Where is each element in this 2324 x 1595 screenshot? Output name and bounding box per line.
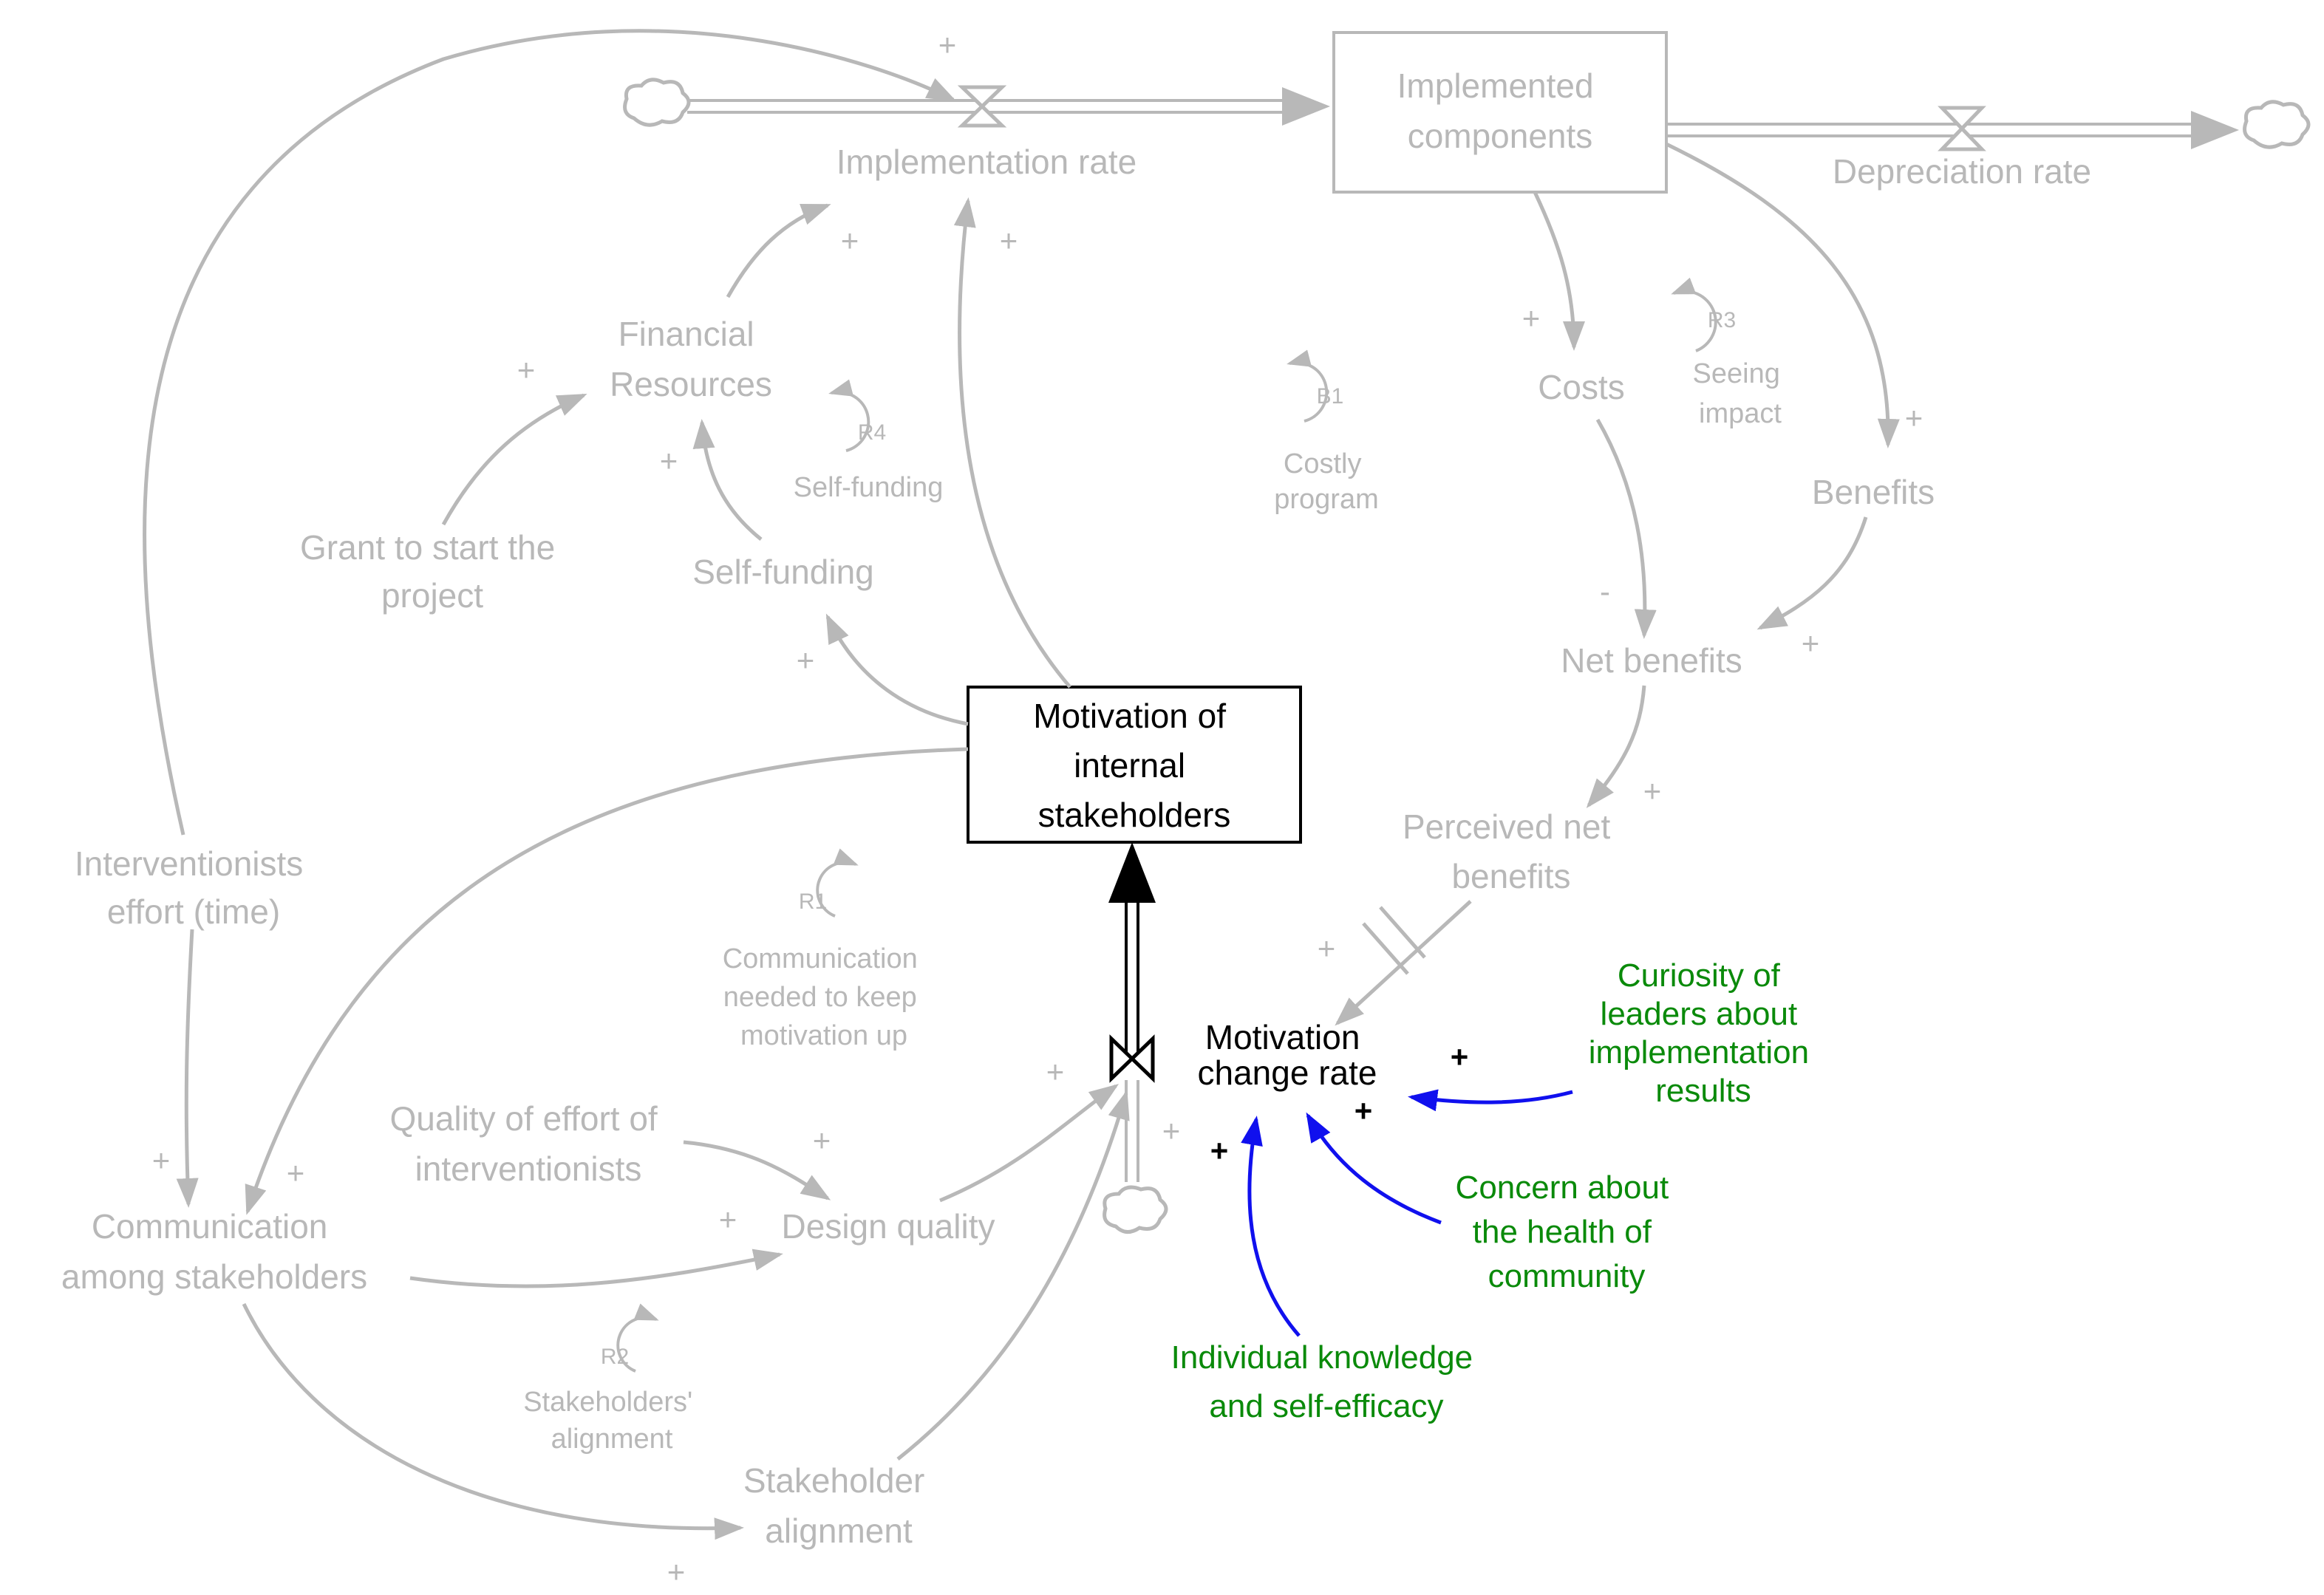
stakeholder-alignment-label: Stakeholder alignment [743,1461,934,1550]
implementation-flow-pipe [687,87,1330,126]
cloud-source-icon [623,78,691,127]
motivation-change-rate-label: Motivation change rate [1198,1018,1377,1092]
polarity-sign: + [1318,931,1336,966]
link-concern-to-motivation-rate [1306,1112,1442,1225]
polarity-sign: + [667,1554,686,1589]
link-quality-to-design [683,1140,831,1200]
link-benefits-to-netbenefits [1756,516,1868,630]
curiosity-label: Curiosity of leaders about implementatio… [1589,957,1819,1109]
link-interventionists-to-communication [176,929,199,1208]
polarity-sign: + [797,643,815,677]
polarity-sign: + [1451,1039,1469,1074]
motivation-stock-label: Motivation of internal stakeholders [1033,697,1236,834]
polarity-sign: + [719,1202,737,1237]
polarity-sign: + [841,223,859,258]
link-interventionists-to-implementation [143,29,957,836]
loop-r2-icon: R2 [601,1303,659,1373]
communication-label: Communication among stakeholders [61,1207,367,1296]
loop-r2-label: Stakeholders' alignment [523,1387,701,1455]
link-grant-to-financial [441,393,587,526]
polarity-sign: + [938,27,957,62]
depreciation-rate-label: Depreciation rate [1833,152,2091,191]
link-motivation-to-selffunding [825,613,969,726]
depreciation-valve-icon [1938,106,1986,151]
link-knowledge-to-motivation-rate [1241,1116,1301,1337]
link-curiosity-to-motivation-rate [1408,1089,1573,1112]
polarity-sign: + [1643,773,1662,808]
motivation-valve-icon [1109,1034,1155,1083]
implemented-components-label: Implemented components [1397,66,1604,155]
link-costs-to-netbenefits [1595,418,1657,639]
polarity-sign: + [1162,1113,1181,1148]
net-benefits-label: Net benefits [1561,641,1742,680]
loop-r1-label: Communication needed to keep motivation … [723,943,926,1051]
implementation-valve-icon [957,85,1007,128]
link-communication-to-design [409,1249,783,1288]
quality-of-effort-label: Quality of effort of interventionists [389,1099,667,1188]
costs-label: Costs [1538,368,1625,406]
design-quality-label: Design quality [782,1207,995,1246]
implemented-components-stock[interactable] [1332,31,1668,194]
perceived-net-benefits-label: Perceived net benefits [1403,807,1620,895]
cloud-sink-icon [2243,100,2311,149]
loop-id: R3 [1708,308,1736,332]
loop-id: R1 [799,889,827,914]
loop-r4-icon: R4 [828,379,886,452]
loop-r1-icon: R1 [799,848,859,918]
loop-id: R4 [858,420,886,445]
link-financial-to-implementation [726,203,831,298]
delay-mark [1362,906,1426,975]
benefits-label: Benefits [1812,473,1935,511]
implementation-rate-label: Implementation rate [836,143,1137,181]
loop-r3-icon: R3 [1671,277,1736,352]
link-motivation-to-communication [245,747,969,1215]
loop-b1-label: Costly program [1274,448,1379,515]
polarity-sign: + [1000,223,1018,258]
link-perceived-to-motivation-rate [1335,900,1472,1026]
polarity-sign: + [1210,1133,1229,1168]
loop-b1-icon: B1 [1287,349,1344,423]
link-implemented-to-costs [1533,191,1585,351]
knowledge-label: Individual knowledge and self-efficacy [1171,1339,1482,1424]
grant-label: Grant to start the project [300,528,565,615]
polarity-sign: + [1522,301,1541,335]
link-alignment-to-motivation-rate [896,1090,1130,1461]
polarity-sign: + [1046,1054,1065,1089]
polarity-sign: - [1600,574,1610,609]
polarity-sign: + [660,443,678,478]
loop-r4-label: Self-funding [794,472,944,503]
polarity-sign: + [152,1143,171,1178]
link-selffunding-to-financial [692,419,763,541]
cloud-source-icon [1103,1185,1168,1234]
loop-r3-label: Seeing impact [1693,358,1788,429]
polarity-sign: + [517,352,536,387]
depreciation-flow-pipe [1663,111,2239,149]
loop-id: R2 [601,1345,629,1369]
polarity-sign: + [287,1155,305,1190]
link-motivation-to-implementation [953,197,1071,689]
financial-resources-label: Financial Resources [610,315,772,403]
polarity-sign: + [813,1123,831,1158]
self-funding-label: Self-funding [692,553,874,591]
polarity-sign: + [1905,400,1923,435]
link-design-to-motivation-rate [939,1084,1120,1203]
polarity-sign: + [1354,1093,1373,1128]
motivation-stock[interactable] [967,686,1302,844]
loop-id: B1 [1317,384,1344,409]
link-communication-to-alignment [242,1302,744,1540]
polarity-sign: + [1802,626,1820,660]
interventionists-effort-label: Interventionists effort (time) [75,844,313,931]
concern-label: Concern about the health of community [1456,1169,1678,1294]
link-implemented-to-benefits [1665,142,1900,448]
link-netbenefits-to-perceived [1586,685,1646,808]
